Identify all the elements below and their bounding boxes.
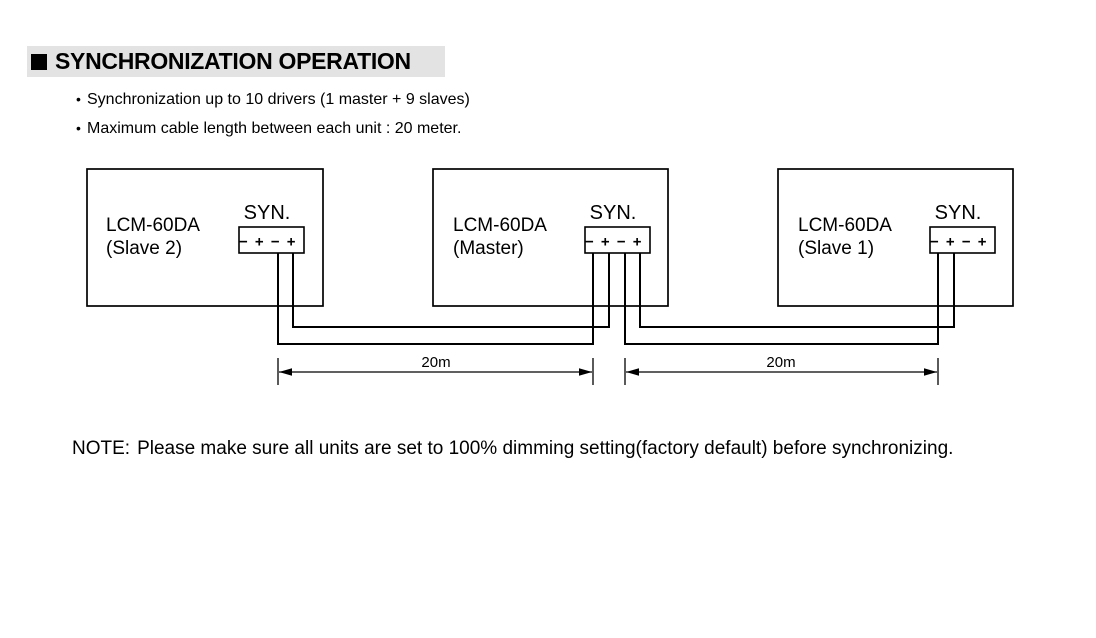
unit-slave1: LCM-60DA (Slave 1) SYN. − + − + — [777, 168, 1014, 307]
cables-master-slave1 — [624, 253, 955, 345]
note-label: NOTE: — [72, 438, 131, 459]
unit-slave2-syn-label: SYN. — [244, 202, 291, 224]
arrow-left-icon — [279, 368, 292, 376]
dimension-left: 20m — [277, 354, 594, 385]
cable-wire-minus — [277, 253, 594, 345]
dimension-right: 20m — [624, 354, 939, 385]
note-line: NOTE: Please make sure all units are set … — [72, 438, 953, 460]
bullet-icon: • — [76, 120, 81, 136]
cable-length-label-right: 20m — [766, 354, 795, 371]
unit-master-terminal-block — [584, 226, 651, 254]
section-title: SYNCHRONIZATION OPERATION — [55, 48, 411, 74]
bullet-text-2: Maximum cable length between each unit :… — [87, 120, 462, 137]
unit-master-terminals: − + − + — [585, 234, 643, 251]
unit-slave1-role: (Slave 1) — [798, 238, 874, 259]
bullet-line-1: • Synchronization up to 10 drivers (1 mas… — [70, 91, 470, 108]
unit-slave2-terminals: − + − + — [239, 234, 297, 251]
unit-slave2-terminal-block — [238, 226, 305, 254]
cables-slave2-master — [277, 253, 610, 345]
unit-slave2-model: LCM-60DA — [106, 215, 200, 236]
unit-slave1-terminal-block — [929, 226, 996, 254]
black-square-icon — [31, 53, 47, 70]
unit-master-syn-label: SYN. — [590, 202, 637, 224]
bullet-icon: • — [76, 91, 81, 107]
unit-slave2: LCM-60DA (Slave 2) SYN. − + − + — [86, 168, 324, 307]
unit-master: LCM-60DA (Master) SYN. − + − + — [432, 168, 669, 307]
unit-slave1-syn-label: SYN. — [935, 202, 982, 224]
bullet-text-1: Synchronization up to 10 drivers (1 mast… — [87, 91, 470, 108]
cable-wire-minus — [624, 253, 939, 345]
unit-master-role: (Master) — [453, 238, 524, 259]
bullet-line-2: • Maximum cable length between each unit … — [70, 120, 461, 137]
unit-slave2-role: (Slave 2) — [106, 238, 182, 259]
arrow-right-icon — [924, 368, 937, 376]
unit-slave1-model: LCM-60DA — [798, 215, 892, 236]
unit-slave1-terminals: − + − + — [930, 234, 988, 251]
section-header: SYNCHRONIZATION OPERATION — [27, 46, 445, 77]
cable-wire-plus — [292, 253, 610, 328]
unit-master-model: LCM-60DA — [453, 215, 547, 236]
cable-wire-plus — [639, 253, 955, 328]
note-text: Please make sure all units are set to 10… — [137, 438, 954, 459]
arrow-right-icon — [579, 368, 592, 376]
arrow-left-icon — [626, 368, 639, 376]
cable-length-label-left: 20m — [421, 354, 450, 371]
